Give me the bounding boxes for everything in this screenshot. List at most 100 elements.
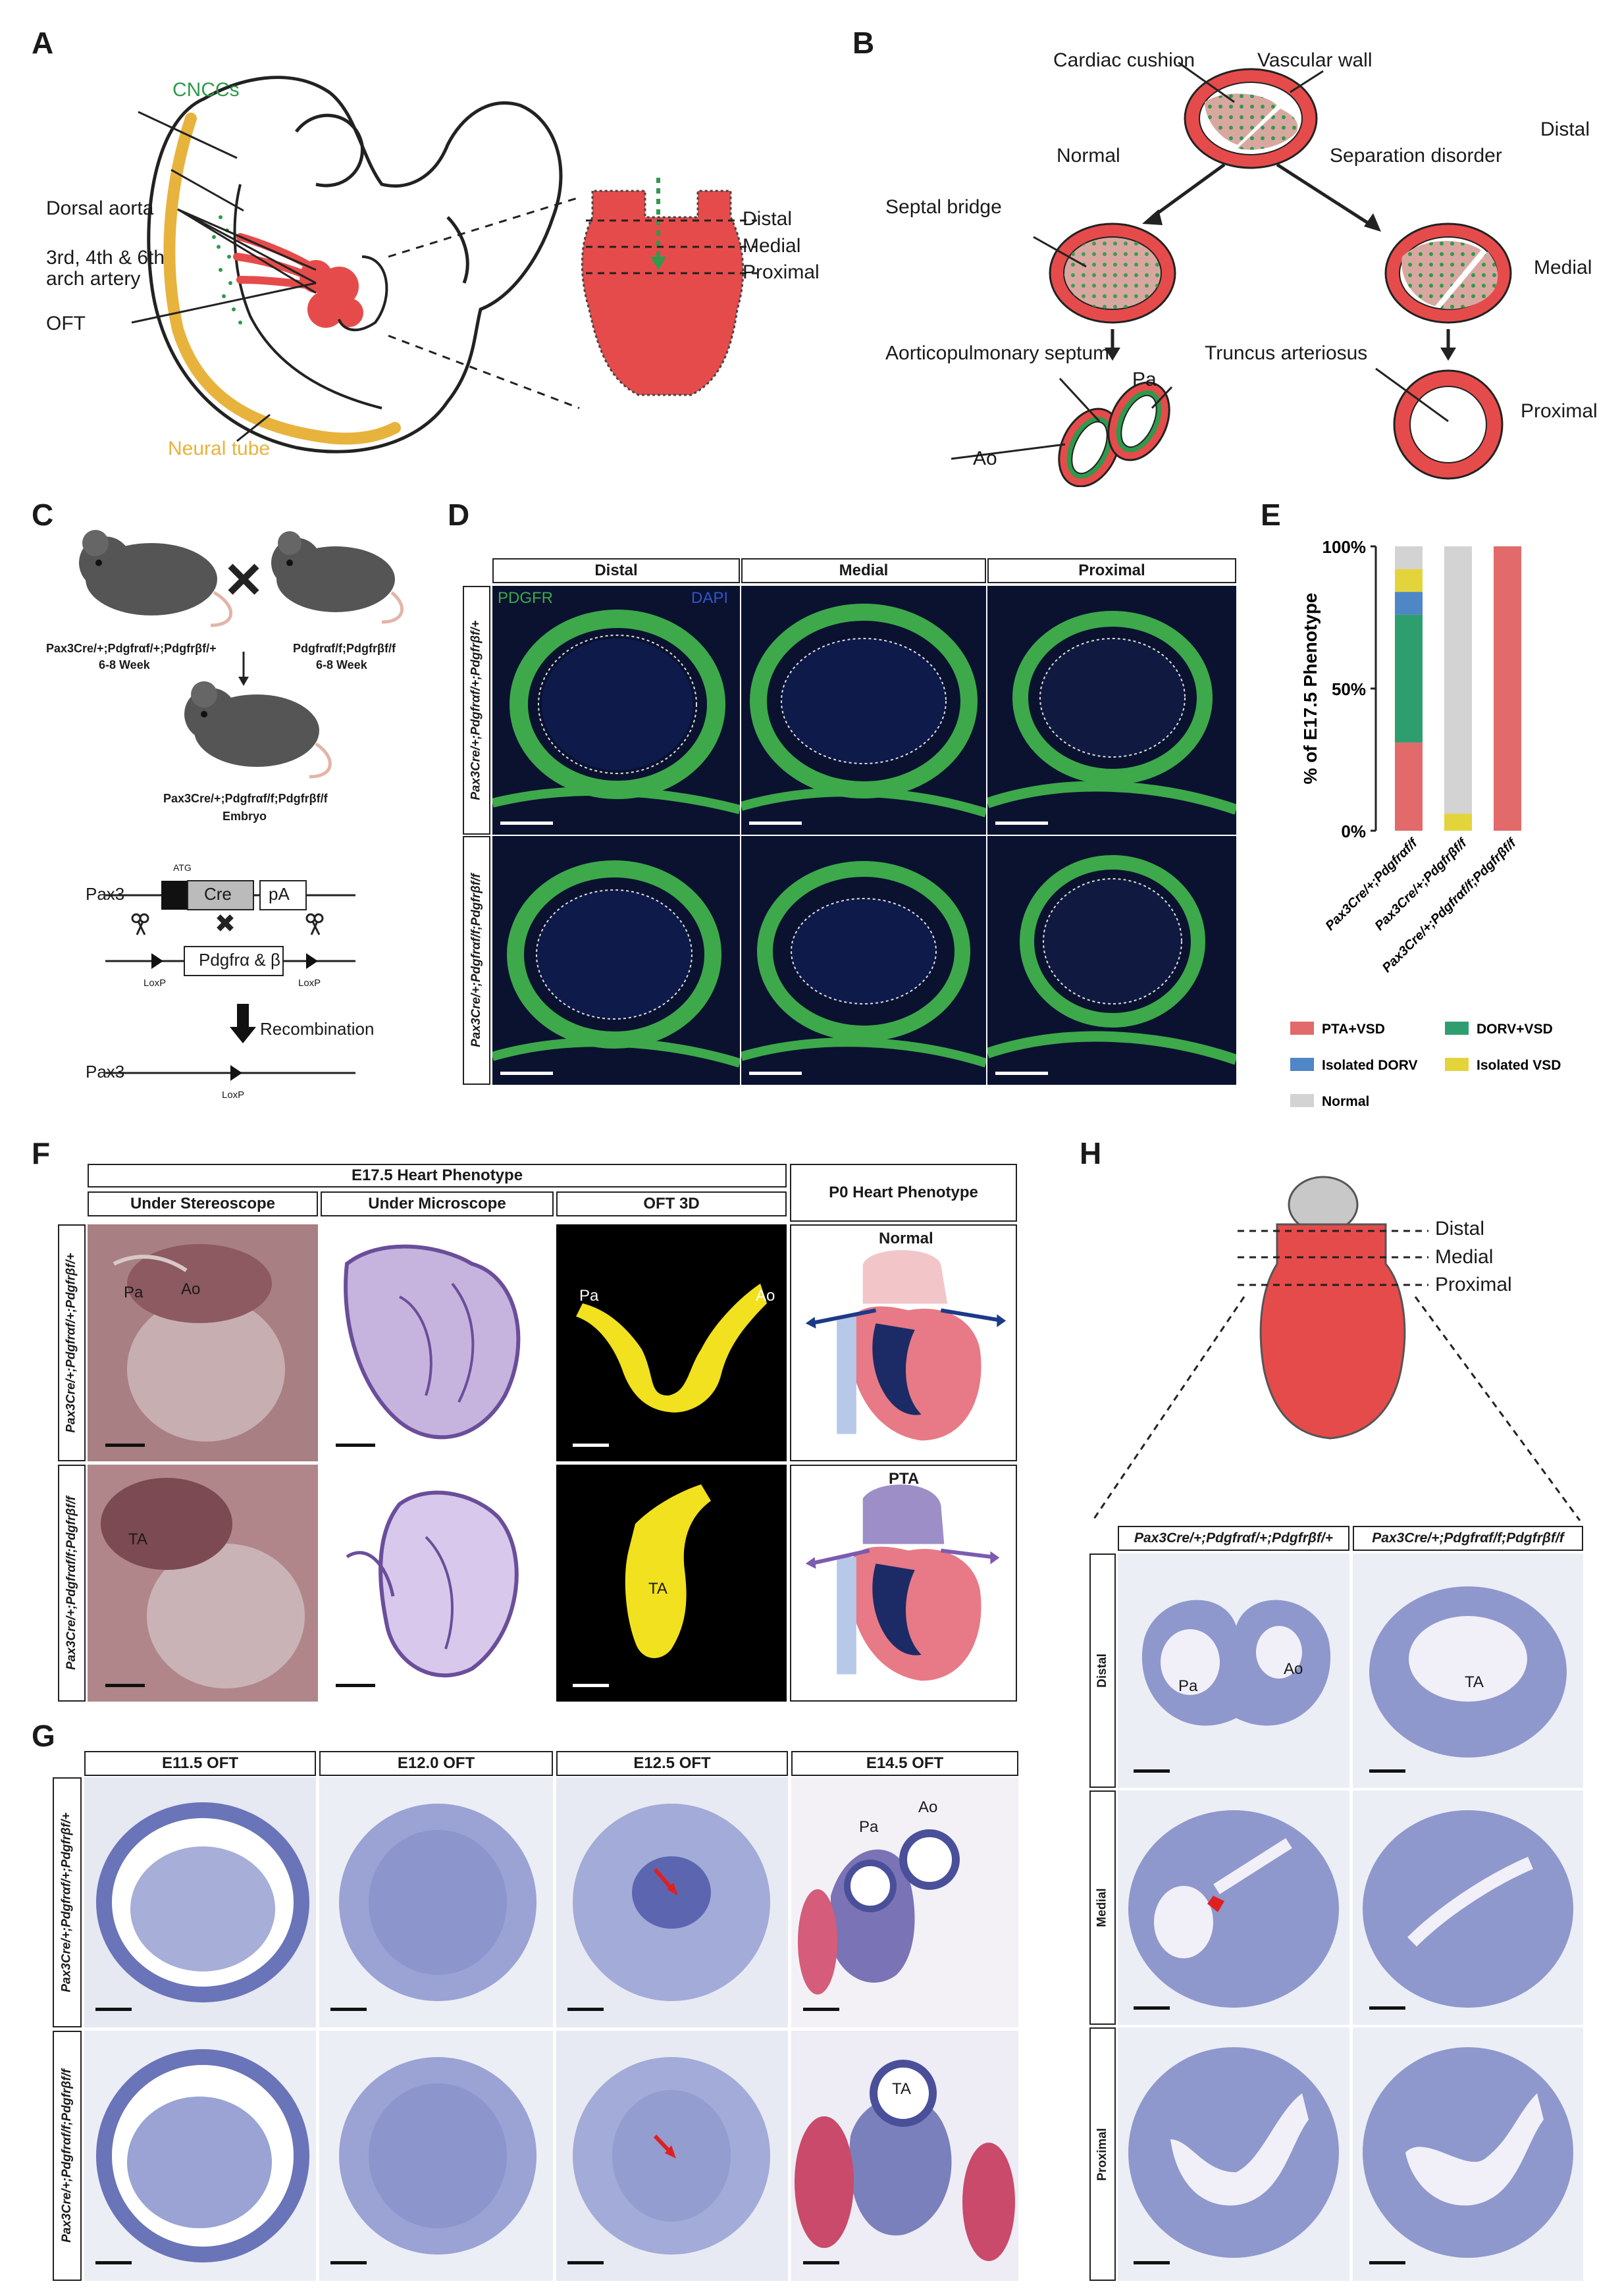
embryo-outline xyxy=(147,76,563,454)
septation-diagram xyxy=(951,61,1512,487)
panel-label-e: E xyxy=(1261,498,1281,532)
b-proximal-label: Proximal xyxy=(1521,400,1598,422)
h-row-label-distal: Distal xyxy=(1089,1553,1116,1788)
bar-segment-0-3 xyxy=(1395,569,1423,592)
pa-label: pA xyxy=(269,884,290,904)
phenotype-stacked-bar-chart: 100% 50% 0% % of E17.5 Phenotype Pax3Cre… xyxy=(1290,537,1561,1109)
normal-label: Normal xyxy=(1057,145,1120,167)
h-distal-label: Distal xyxy=(1435,1218,1485,1239)
d-row-label-mutant: Pax3Cre/+;Pdgfrαf/f;Pdgfrβf/f xyxy=(463,836,490,1085)
g-col-header-e145: E14.5 OFT xyxy=(791,1751,1018,1776)
g-ao-label: Ao xyxy=(918,1798,938,1816)
f-diagram-normal xyxy=(790,1224,1017,1461)
mouse-icon-2 xyxy=(271,531,404,624)
d-image-mutant-medial xyxy=(741,836,986,1085)
h-row-label-medial: Medial xyxy=(1089,1790,1116,2025)
legend-swatch-0 xyxy=(1290,1022,1314,1035)
mouse1-age: 6-8 Week xyxy=(99,658,150,671)
g-scale-bar-1 xyxy=(95,2008,132,2011)
g-scale-bar-7 xyxy=(567,2261,604,2264)
g-row-label-mutant: Pax3Cre/+;Pdgfrαf/f;Pdgfrβf/f xyxy=(53,2031,82,2281)
vascular-wall-label: Vascular wall xyxy=(1257,49,1373,71)
legend-label-0: PTA+VSD xyxy=(1322,1022,1385,1037)
f-scale-bar-2 xyxy=(336,1444,375,1447)
f-ta-label-3d: TA xyxy=(648,1580,667,1598)
f-row-label-mutant: Pax3Cre/+;Pdgfrαf/f;Pdgfrβf/f xyxy=(58,1465,86,1702)
d-image-mutant-distal xyxy=(492,836,740,1085)
bar-segment-0-1 xyxy=(1395,614,1423,743)
h-image-mutant-medial xyxy=(1353,1790,1583,2025)
f-pa-label-3d: Pa xyxy=(579,1287,599,1305)
panel-label-g: G xyxy=(32,1719,55,1753)
ytick-50: 50% xyxy=(1332,679,1366,699)
panel-label-b: B xyxy=(852,26,875,60)
g-pa-label: Pa xyxy=(859,1818,879,1836)
d-scale-bar-6 xyxy=(995,1072,1048,1075)
f-image-stereo-mutant xyxy=(88,1465,318,1702)
loxp-label-2: LoxP xyxy=(298,978,321,989)
h-col-header-mutant: Pax3Cre/+;Pdgfrαf/f;Pdgfrβf/f xyxy=(1353,1526,1583,1551)
d-scale-bar-2 xyxy=(749,822,802,825)
block-icon xyxy=(217,914,234,931)
g-image-mutant-e125 xyxy=(556,2031,788,2281)
h-scale-bar-1 xyxy=(1134,1769,1170,1773)
truncus-arteriosus-label: Truncus arteriosus xyxy=(1205,342,1368,364)
a-medial-label: Medial xyxy=(743,235,801,257)
cre-label: Cre xyxy=(204,884,232,904)
g-image-control-e120 xyxy=(319,1777,553,2027)
g-col-header-e115: E11.5 OFT xyxy=(84,1751,316,1776)
pdgfr-stain-label: PDGFR xyxy=(498,589,553,607)
f-scale-bar-5 xyxy=(336,1684,375,1687)
legend-label-2: Isolated DORV xyxy=(1322,1058,1417,1073)
d-col-header-medial: Medial xyxy=(741,558,986,583)
h-ao-label: Ao xyxy=(1284,1660,1303,1678)
d-col-header-distal: Distal xyxy=(492,558,740,583)
medial-normal-section xyxy=(1049,222,1176,324)
d-scale-bar-1 xyxy=(500,822,553,825)
mouse-icon-1 xyxy=(79,530,233,627)
heart-loop xyxy=(338,255,388,332)
g-scale-bar-6 xyxy=(330,2261,367,2264)
g-image-mutant-e120 xyxy=(319,2031,553,2281)
g-row-label-control: Pax3Cre/+;Pdgfrαf/+;Pdgfrβf/+ xyxy=(53,1777,82,2027)
d-image-mutant-proximal xyxy=(987,836,1236,1085)
g-scale-bar-3 xyxy=(567,2008,604,2011)
bar-segment-0-4 xyxy=(1395,546,1423,569)
panel-label-f: F xyxy=(32,1136,51,1170)
h-row-label-proximal: Proximal xyxy=(1089,2027,1116,2281)
loxp-label-1: LoxP xyxy=(144,978,167,989)
h-scale-bar-6 xyxy=(1369,2261,1405,2264)
d-image-control-proximal xyxy=(987,586,1236,835)
f-pta-label: PTA xyxy=(889,1470,920,1488)
d-col-header-proximal: Proximal xyxy=(987,558,1236,583)
d-image-control-medial xyxy=(741,586,986,835)
h-scale-bar-5 xyxy=(1134,2261,1170,2264)
septal-bridge-label: Septal bridge xyxy=(885,196,1002,218)
embryo-label: Embryo xyxy=(222,810,267,823)
legend-swatch-3 xyxy=(1445,1058,1469,1071)
b-ao-label: Ao xyxy=(973,448,997,469)
cnccs-label: CNCCs xyxy=(172,79,240,101)
f-scale-bar-1 xyxy=(105,1444,145,1447)
truncus-vessel xyxy=(1393,369,1504,480)
mouse1-genotype: Pax3Cre/+;Pdgfrαf/+;Pdgfrβf/+ xyxy=(46,642,217,655)
g-image-mutant-e115 xyxy=(84,2031,316,2281)
f-col-header-stereoscope: Under Stereoscope xyxy=(88,1191,318,1216)
f-image-micro-mutant xyxy=(321,1465,554,1702)
f-pa-label-stereo: Pa xyxy=(124,1284,144,1301)
panel-label-a: A xyxy=(32,26,54,60)
mouse2-genotype: Pdgfrαf/f;Pdgfrβf/f xyxy=(293,642,396,655)
aorticopulmonary-septum-label: Aorticopulmonary septum xyxy=(885,342,1110,364)
mouse-icon-embryo xyxy=(184,681,332,779)
legend-swatch-2 xyxy=(1290,1058,1314,1071)
f-image-3d-mutant xyxy=(556,1465,787,1702)
f-diagram-pta xyxy=(790,1465,1017,1702)
distal-cross-section xyxy=(1184,68,1318,169)
legend-swatch-4 xyxy=(1290,1094,1314,1107)
g-col-header-e125: E12.5 OFT xyxy=(556,1751,788,1776)
f-image-stereo-control xyxy=(88,1224,318,1461)
dorsal-aorta xyxy=(233,184,382,409)
oft-heart xyxy=(300,260,363,328)
h-scale-bar-3 xyxy=(1134,2006,1170,2010)
d-scale-bar-3 xyxy=(995,822,1048,825)
